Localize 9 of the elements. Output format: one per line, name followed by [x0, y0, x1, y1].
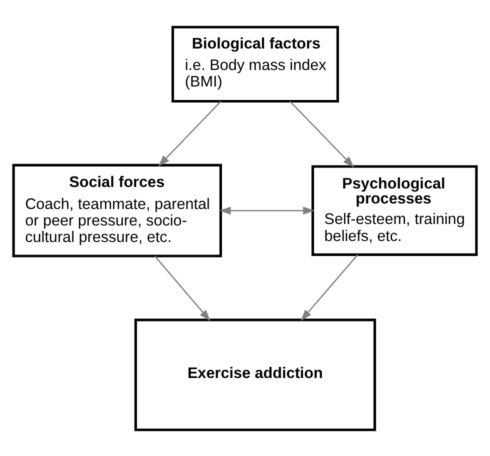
arrow	[300, 254, 358, 320]
node-box: Psychological processes Self-esteem, training beliefs, etc.	[312, 164, 478, 256]
node-box: Exercise addiction	[134, 318, 376, 431]
arrow	[219, 206, 315, 214]
arrow	[290, 100, 354, 168]
arrow	[154, 255, 210, 321]
node-box: Social forces Coach, teammate, parental or peer pressure, socio-cultural pressure, etc.	[12, 163, 222, 257]
node-box: Biological factors i.e. Body mass index (BMI)	[171, 25, 339, 102]
arrow	[158, 100, 222, 166]
